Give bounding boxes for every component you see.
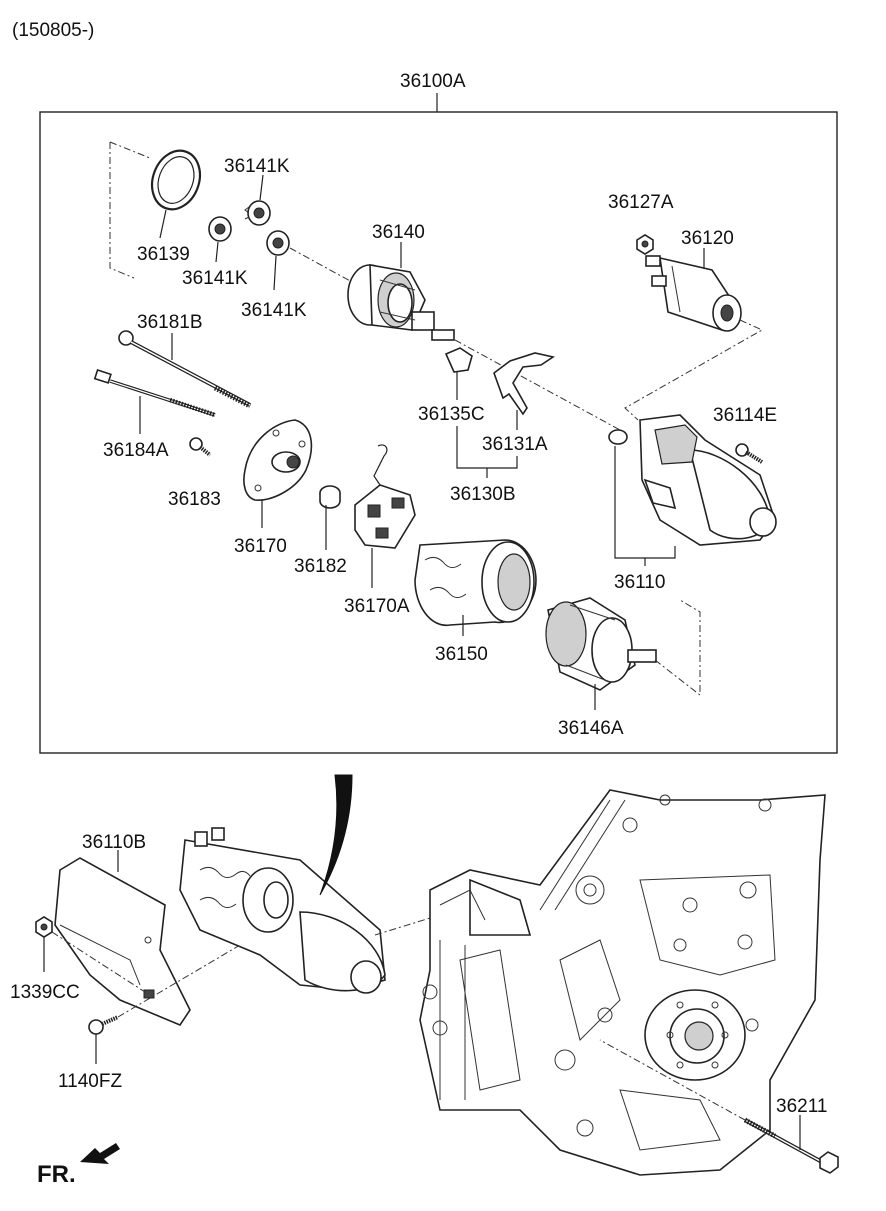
planet-gear-part-left[interactable] (208, 216, 232, 242)
planet-gear-part-top[interactable] (244, 200, 271, 226)
heat-shield-part[interactable] (54, 857, 191, 1026)
part-label-36170A[interactable]: 36170A (344, 596, 410, 617)
planet-gear-part-right[interactable] (266, 230, 290, 256)
part-label-36110B[interactable]: 36110B (82, 832, 146, 853)
brush-holder-part[interactable] (354, 444, 416, 549)
part-label-36140[interactable]: 36140 (372, 222, 425, 243)
screw-part-36183[interactable] (189, 437, 212, 457)
part-label-36211[interactable]: 36211 (776, 1096, 827, 1117)
bolt-part-1140FZ[interactable] (88, 1015, 119, 1035)
bolt-part-36114E[interactable] (735, 443, 764, 464)
bushing-part[interactable] (319, 485, 341, 509)
part-label-36131A[interactable]: 36131A (482, 434, 548, 455)
mounting-direction-arrow (319, 774, 353, 896)
part-label-36150[interactable]: 36150 (435, 644, 488, 665)
part-label-36141K-top[interactable]: 36141K (224, 156, 290, 177)
yoke-housing-part[interactable] (414, 539, 537, 626)
part-label-36114E[interactable]: 36114E (713, 405, 777, 426)
drive-gear-assembly-part[interactable] (347, 264, 455, 341)
part-label-36183[interactable]: 36183 (168, 489, 221, 510)
rear-bracket-part[interactable] (243, 419, 313, 501)
part-label-36120[interactable]: 36120 (681, 228, 734, 249)
engine-block-housing (419, 789, 826, 1176)
nut-part-36127A[interactable] (636, 234, 654, 255)
front-direction-label: FR. (37, 1161, 76, 1188)
part-label-36110[interactable]: 36110 (614, 572, 665, 593)
assembly-number-label[interactable]: 36100A (400, 71, 466, 92)
part-label-36127A[interactable]: 36127A (608, 192, 674, 213)
through-bolt-part-36184A[interactable] (93, 369, 216, 418)
part-label-36170[interactable]: 36170 (234, 536, 287, 557)
part-label-36141K-left[interactable]: 36141K (182, 268, 248, 289)
shift-lever-part[interactable] (493, 352, 556, 416)
part-label-36130B[interactable]: 36130B (450, 484, 516, 505)
part-label-36146A[interactable]: 36146A (558, 718, 624, 739)
snap-ring-part[interactable] (144, 144, 208, 216)
assembled-starter-motor[interactable] (179, 827, 386, 994)
solenoid-switch-part[interactable] (645, 255, 742, 332)
part-label-36181B[interactable]: 36181B (137, 312, 203, 333)
through-bolt-part-36181B[interactable] (118, 330, 252, 409)
front-arrow-icon (80, 1143, 120, 1164)
armature-part[interactable] (545, 597, 657, 691)
part-label-36135C[interactable]: 36135C (418, 404, 485, 425)
nut-part-1339CC[interactable] (35, 916, 53, 938)
assembly-box (39, 111, 838, 754)
part-label-36184A[interactable]: 36184A (103, 440, 169, 461)
part-label-36139[interactable]: 36139 (137, 244, 190, 265)
part-label-1339CC[interactable]: 1339CC (10, 982, 80, 1003)
lever-holder-part[interactable] (444, 347, 473, 373)
part-label-36182[interactable]: 36182 (294, 556, 347, 577)
part-label-1140FZ[interactable]: 1140FZ (58, 1071, 122, 1092)
date-range-label: (150805-) (12, 20, 94, 41)
part-label-36141K-right[interactable]: 36141K (241, 300, 307, 321)
starter-housing-part[interactable] (608, 414, 777, 546)
bolt-part-36211[interactable] (743, 1117, 839, 1174)
